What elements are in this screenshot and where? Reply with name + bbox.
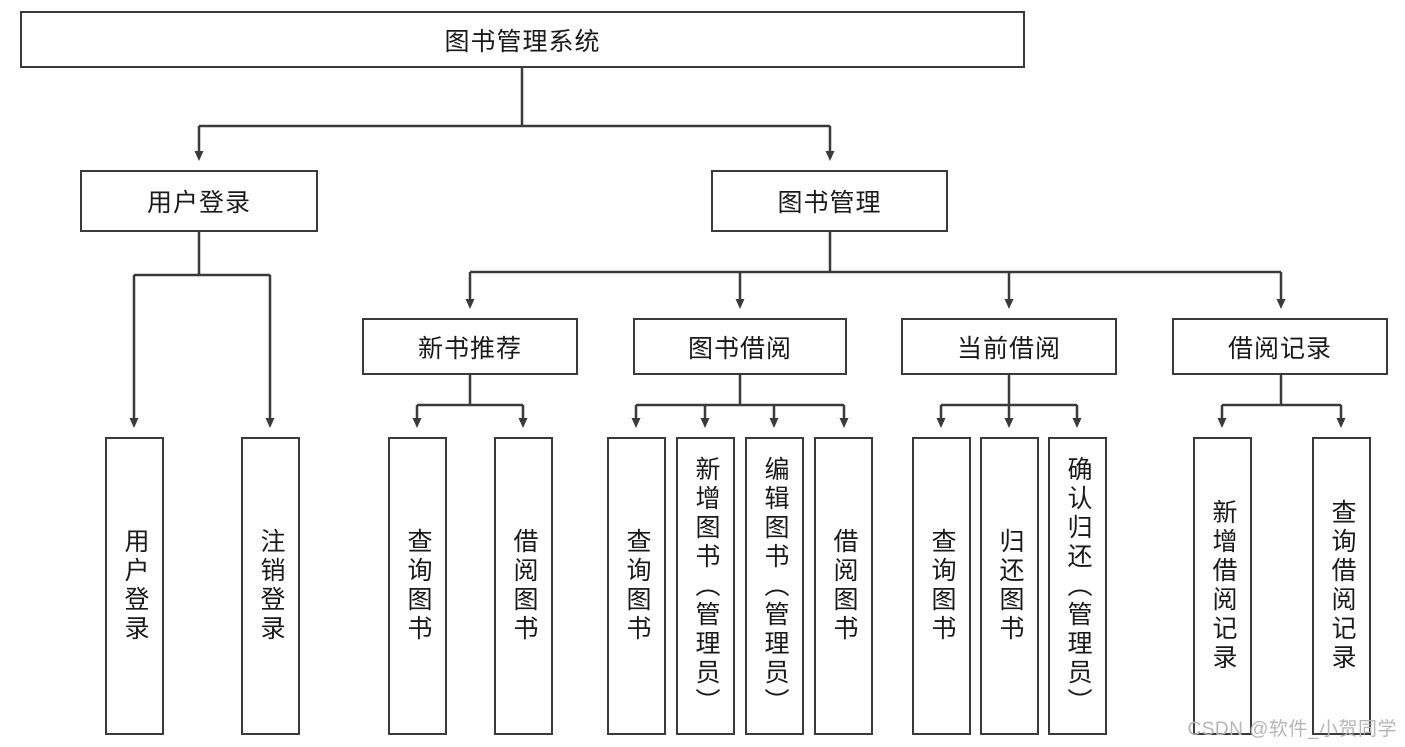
leaf-current-return-book[interactable]: 归还图书 [980, 437, 1039, 735]
leaf-current-confirm-return-admin[interactable]: 确认归还（管理员） [1048, 437, 1107, 735]
node-user-login[interactable]: 用户登录 [80, 170, 318, 232]
node-label: 当前借阅 [956, 334, 1061, 363]
node-label: 归还图书 [996, 528, 1024, 644]
node-book-management[interactable]: 图书管理 [711, 170, 948, 232]
node-label: 图书借阅 [687, 334, 792, 363]
node-label: 确认归还（管理员） [1064, 455, 1092, 717]
node-label: 用户登录 [146, 189, 251, 217]
node-label: 查询图书 [623, 528, 651, 644]
node-label: 用户登录 [121, 528, 149, 644]
leaf-borrow-edit-book-admin[interactable]: 编辑图书（管理员） [745, 437, 804, 735]
leaf-recommend-query-book[interactable]: 查询图书 [388, 437, 447, 735]
leaf-borrow-borrow-book[interactable]: 借阅图书 [814, 437, 873, 735]
node-label: 查询借阅记录 [1328, 499, 1356, 673]
node-label: 借阅图书 [830, 528, 858, 644]
node-current-borrow[interactable]: 当前借阅 [901, 318, 1117, 375]
node-label: 查询图书 [404, 528, 432, 644]
leaf-borrow-query-book[interactable]: 查询图书 [607, 437, 666, 735]
node-book-borrow[interactable]: 图书借阅 [633, 318, 847, 375]
node-label: 新增借阅记录 [1209, 499, 1237, 673]
node-label: 图书管理系统 [444, 27, 601, 56]
watermark-text: CSDN @软件_小贺同学 [1187, 719, 1397, 740]
node-label: 新增图书（管理员） [692, 455, 720, 717]
leaf-records-query-record[interactable]: 查询借阅记录 [1312, 437, 1371, 735]
node-label: 注销登录 [257, 528, 285, 644]
node-borrow-records[interactable]: 借阅记录 [1172, 318, 1388, 375]
leaf-user-login-logout[interactable]: 注销登录 [241, 437, 300, 735]
node-label: 借阅图书 [510, 528, 538, 644]
node-label: 新书推荐 [417, 334, 522, 363]
node-label: 查询图书 [928, 528, 956, 644]
node-label: 图书管理 [777, 189, 882, 217]
node-root-system[interactable]: 图书管理系统 [20, 11, 1025, 68]
node-new-book-recommend[interactable]: 新书推荐 [362, 318, 578, 375]
leaf-borrow-add-book-admin[interactable]: 新增图书（管理员） [676, 437, 735, 735]
leaf-recommend-borrow-book[interactable]: 借阅图书 [494, 437, 553, 735]
leaf-current-query-book[interactable]: 查询图书 [912, 437, 971, 735]
node-label: 编辑图书（管理员） [761, 455, 789, 717]
node-label: 借阅记录 [1227, 334, 1332, 363]
leaf-user-login-login[interactable]: 用户登录 [105, 437, 164, 735]
leaf-records-add-record[interactable]: 新增借阅记录 [1193, 437, 1252, 735]
